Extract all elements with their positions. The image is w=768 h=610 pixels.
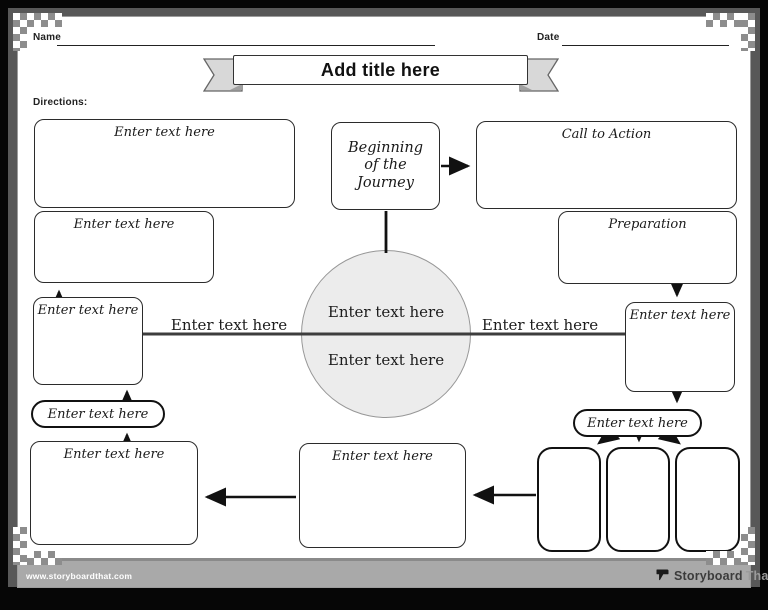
text-box-bottom-middle[interactable]: Enter text here (299, 443, 466, 548)
brand-name: Storyboard (674, 568, 743, 583)
text-box-left-square[interactable]: Enter text here (33, 297, 143, 385)
line-label-left[interactable]: Enter text here (170, 316, 288, 334)
page-title: Add title here (320, 59, 441, 80)
text-pill-right[interactable]: Enter text here (573, 409, 702, 437)
checker-corner-top-right (741, 13, 755, 51)
date-line (562, 45, 729, 46)
checker-corner-top-left (13, 13, 27, 51)
text-box-placeholder: Enter text here (73, 217, 175, 232)
text-box-beginning-of-journey[interactable]: Beginning of the Journey (331, 122, 440, 210)
text-box-placeholder: Enter text here (47, 406, 149, 422)
name-label: Name (33, 32, 62, 43)
call-to-action-label: Call to Action (561, 127, 652, 142)
text-box-placeholder: Enter text here (332, 449, 433, 464)
text-box-top-left-large[interactable]: Enter text here (34, 119, 295, 208)
text-box-bottom-left[interactable]: Enter text here (30, 441, 198, 545)
directions-label: Directions: (33, 97, 88, 108)
text-box-small-3[interactable] (675, 447, 740, 552)
text-box-call-to-action[interactable]: Call to Action (476, 121, 737, 209)
name-line (57, 45, 435, 46)
text-box-placeholder: Enter text here (114, 125, 215, 140)
banner-ribbon-right (519, 58, 559, 92)
storyboard-flag-icon (656, 569, 669, 581)
text-pill-left[interactable]: Enter text here (31, 400, 165, 428)
text-box-small-2[interactable] (606, 447, 670, 552)
text-box-small-1[interactable] (537, 447, 601, 552)
text-box-placeholder: Enter text here (63, 447, 165, 462)
text-box-placeholder: Enter text here (37, 303, 139, 318)
footer-bar (18, 558, 750, 587)
circle-text-bottom[interactable]: Enter text here (327, 351, 445, 369)
central-circle[interactable] (301, 250, 471, 418)
text-box-right-square[interactable]: Enter text here (625, 302, 735, 392)
date-label: Date (537, 32, 560, 43)
text-box-placeholder: Enter text here (629, 308, 731, 323)
title-banner[interactable]: Add title here (233, 55, 528, 85)
text-box-placeholder: Enter text here (587, 415, 688, 431)
brand-suffix: That (745, 568, 768, 583)
footer-url: www.storyboardthat.com (26, 571, 133, 581)
beginning-label: Beginning of the Journey (347, 139, 424, 191)
preparation-label: Preparation (608, 217, 687, 232)
line-label-right[interactable]: Enter text here (481, 316, 599, 334)
text-box-top-left-small[interactable]: Enter text here (34, 211, 214, 283)
checker-corner-bottom-right (741, 527, 755, 565)
text-box-preparation[interactable]: Preparation (558, 211, 737, 284)
storyboard-logo: Storyboard That (655, 566, 768, 585)
circle-text-top[interactable]: Enter text here (327, 303, 445, 321)
checker-corner-bottom-left (13, 527, 27, 565)
